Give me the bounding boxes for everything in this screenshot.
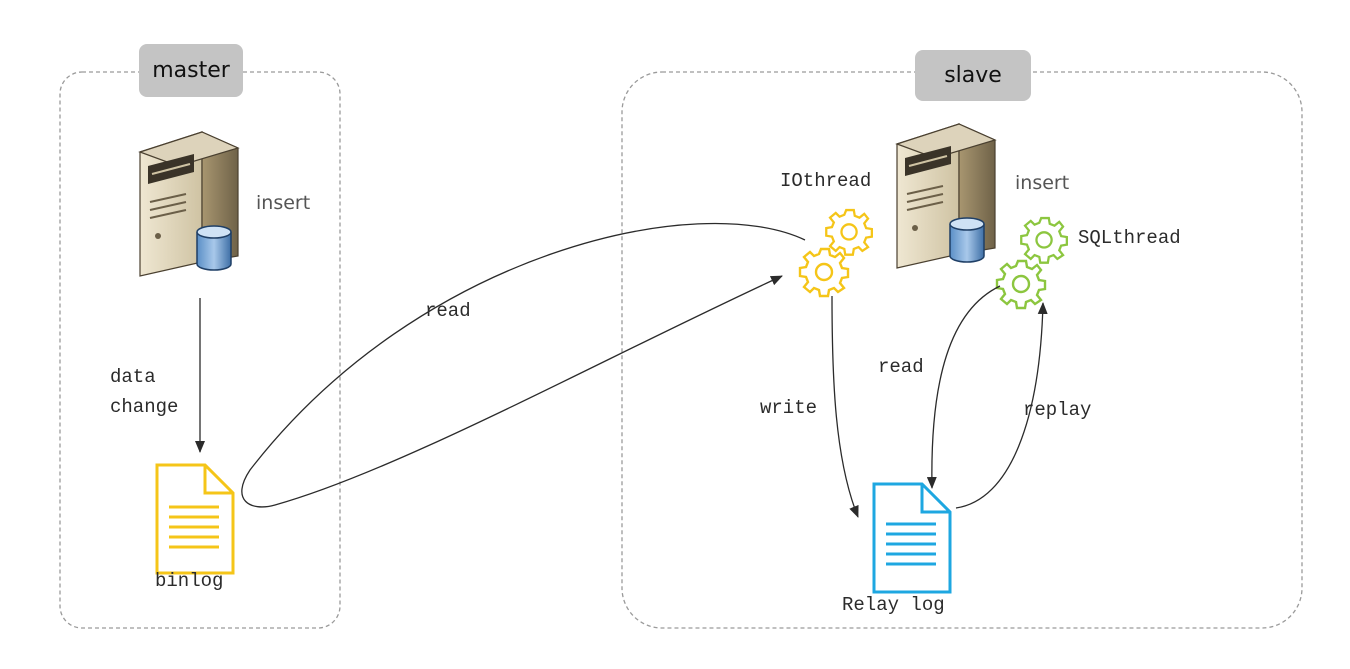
sql-read-label: read xyxy=(878,356,924,378)
master-title-tag: master xyxy=(139,44,243,97)
database-icon xyxy=(196,225,232,271)
read-binlog-arrow xyxy=(241,222,806,508)
replication-read-label: read xyxy=(425,300,471,322)
write-relay-arrow xyxy=(831,295,859,518)
sql-read-arrow xyxy=(926,285,1001,489)
gear-icon xyxy=(825,208,873,256)
slave-container xyxy=(621,71,1303,629)
document-icon xyxy=(872,482,952,594)
gear-icon xyxy=(995,259,1047,310)
slave-insert-label: insert xyxy=(1015,172,1070,194)
master-container xyxy=(59,71,341,629)
data-change-label-line2: change xyxy=(110,396,179,418)
replay-arrow xyxy=(955,302,1048,509)
gear-icon xyxy=(798,247,850,298)
gear-icon xyxy=(1020,216,1068,264)
slave-title-tag: slave xyxy=(915,50,1031,101)
document-icon xyxy=(155,463,235,575)
io-thread-label: IOthread xyxy=(780,170,872,192)
database-icon xyxy=(949,217,985,263)
data-change-label-line1: data xyxy=(110,366,156,388)
replay-label: replay xyxy=(1023,399,1092,421)
sql-thread-label: SQLthread xyxy=(1078,227,1181,249)
write-label: write xyxy=(760,397,818,419)
master-insert-label: insert xyxy=(256,192,311,214)
relay-log-label: Relay log xyxy=(842,594,945,616)
binlog-label: binlog xyxy=(155,570,224,592)
